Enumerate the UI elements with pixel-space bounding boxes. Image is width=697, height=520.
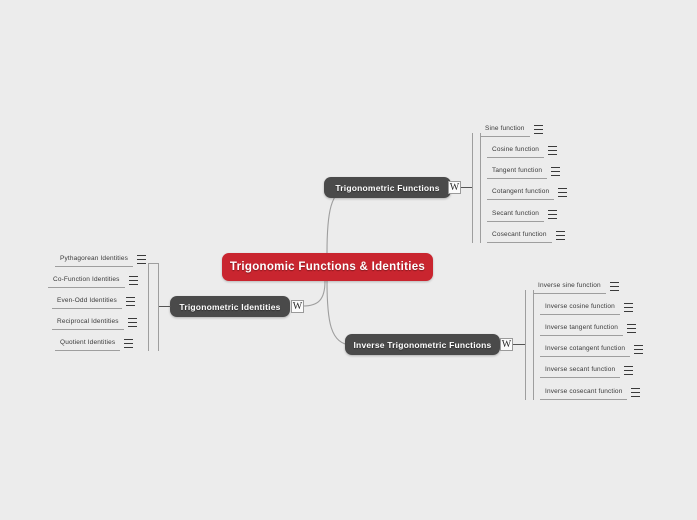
- leaf-node[interactable]: Pythagorean Identities: [55, 249, 148, 267]
- leaf-label: Secant function: [487, 209, 545, 222]
- hamburger-icon[interactable]: [634, 344, 645, 355]
- hamburger-icon[interactable]: [623, 302, 635, 313]
- branch-trunk-3: [525, 290, 526, 400]
- leaf-label: Inverse cosecant function: [540, 387, 628, 400]
- root-node-label: Trigonomic Functions & Identities: [229, 261, 426, 273]
- leaf-label: Sine function: [480, 124, 530, 137]
- collapse-toggle-inverse-trigonometric-functions[interactable]: W: [500, 338, 513, 351]
- collapse-toggle-glyph: W: [501, 339, 512, 350]
- leaf-node[interactable]: Inverse cosine function: [540, 297, 635, 315]
- leaf-node[interactable]: Inverse secant function: [540, 360, 635, 378]
- leaf-node[interactable]: Inverse cotangent function: [540, 339, 645, 357]
- branch-label-trigonometric-functions: Trigonometric Functions: [335, 182, 440, 193]
- leaf-stub-2-4: [148, 329, 149, 351]
- branch-stub-1: [461, 187, 473, 188]
- leaf-node[interactable]: Even-Odd Identities: [52, 291, 137, 309]
- hamburger-icon[interactable]: [631, 387, 642, 398]
- hamburger-icon[interactable]: [558, 187, 569, 198]
- collapse-toggle-glyph: W: [449, 182, 460, 193]
- hamburger-icon[interactable]: [136, 254, 148, 265]
- leaf-stub-2-2: [148, 285, 149, 307]
- leaf-label: Reciprocal Identities: [52, 317, 124, 330]
- hamburger-icon[interactable]: [548, 209, 559, 220]
- leaf-node[interactable]: Cosine function: [487, 140, 559, 158]
- leaf-node[interactable]: Cosecant function: [487, 225, 567, 243]
- leaf-stub-1-5: [480, 221, 481, 243]
- leaf-node[interactable]: Secant function: [487, 204, 559, 222]
- leaf-node[interactable]: Sine function: [480, 119, 545, 137]
- leaf-stub-1-0: [472, 133, 473, 134]
- collapse-toggle-glyph: W: [292, 301, 303, 312]
- leaf-node[interactable]: Reciprocal Identities: [52, 312, 139, 330]
- leaf-stub-1-3: [480, 177, 481, 199]
- leaf-label: Inverse cotangent function: [540, 344, 631, 357]
- leaf-label: Cotangent function: [487, 187, 555, 200]
- leaf-label: Inverse tangent function: [540, 323, 623, 336]
- leaf-join-2-0: [148, 263, 159, 264]
- leaf-stub-3-4: [533, 356, 534, 378]
- root-node[interactable]: Trigonomic Functions & Identities: [222, 253, 433, 281]
- branch-stub-2: [158, 306, 171, 307]
- leaf-stub-2-3: [148, 307, 149, 329]
- leaf-stub-3-3: [533, 334, 534, 356]
- collapse-toggle-trigonometric-functions[interactable]: W: [448, 181, 461, 194]
- leaf-label: Inverse secant function: [540, 365, 621, 378]
- branch-label-inverse-trigonometric-functions: Inverse Trigonometric Functions: [353, 339, 492, 350]
- hamburger-icon[interactable]: [624, 365, 635, 376]
- leaf-stub-3-5: [533, 378, 534, 400]
- leaf-label: Cosine function: [487, 145, 545, 158]
- leaf-stub-1-4: [480, 199, 481, 221]
- branch-label-trigonometric-identities: Trigonometric Identities: [179, 301, 281, 312]
- leaf-stub-1-1: [480, 133, 481, 155]
- branch-stub-3: [513, 344, 526, 345]
- leaf-stub-2-1: [148, 263, 149, 285]
- hamburger-icon[interactable]: [551, 166, 562, 177]
- branch-node-trigonometric-identities[interactable]: Trigonometric Identities: [170, 296, 290, 317]
- leaf-stub-3-0: [525, 290, 526, 291]
- hamburger-icon[interactable]: [127, 317, 139, 328]
- leaf-label: Inverse cosine function: [540, 302, 620, 315]
- leaf-node[interactable]: Cotangent function: [487, 182, 569, 200]
- branch-node-trigonometric-functions[interactable]: Trigonometric Functions: [324, 177, 451, 198]
- leaf-label: Quotient Identities: [55, 338, 121, 351]
- leaf-label: Co-Function Identities: [48, 275, 125, 288]
- hamburger-icon[interactable]: [548, 145, 559, 156]
- leaf-node[interactable]: Quotient Identities: [55, 333, 135, 351]
- leaf-stub-3-1: [533, 290, 534, 312]
- leaf-label: Pythagorean Identities: [55, 254, 133, 267]
- branch-trunk-2: [158, 263, 159, 351]
- hamburger-icon[interactable]: [125, 296, 137, 307]
- leaf-stub-3-2: [533, 312, 534, 334]
- hamburger-icon[interactable]: [555, 230, 567, 241]
- leaf-node[interactable]: Tangent function: [487, 161, 562, 179]
- leaf-node[interactable]: Inverse tangent function: [540, 318, 638, 336]
- collapse-toggle-trigonometric-identities[interactable]: W: [291, 300, 304, 313]
- hamburger-icon[interactable]: [128, 275, 140, 286]
- leaf-node[interactable]: Co-Function Identities: [48, 270, 140, 288]
- leaf-label: Inverse sine function: [533, 281, 606, 294]
- leaf-stub-1-2: [480, 155, 481, 177]
- leaf-label: Tangent function: [487, 166, 548, 179]
- leaf-label: Even-Odd Identities: [52, 296, 122, 309]
- hamburger-icon[interactable]: [609, 281, 621, 292]
- leaf-node[interactable]: Inverse cosecant function: [540, 382, 642, 400]
- hamburger-icon[interactable]: [626, 323, 638, 334]
- hamburger-icon[interactable]: [533, 124, 545, 135]
- leaf-node[interactable]: Inverse sine function: [533, 276, 621, 294]
- leaf-label: Cosecant function: [487, 230, 552, 243]
- hamburger-icon[interactable]: [124, 338, 135, 349]
- branch-trunk-1: [472, 133, 473, 243]
- branch-node-inverse-trigonometric-functions[interactable]: Inverse Trigonometric Functions: [345, 334, 500, 355]
